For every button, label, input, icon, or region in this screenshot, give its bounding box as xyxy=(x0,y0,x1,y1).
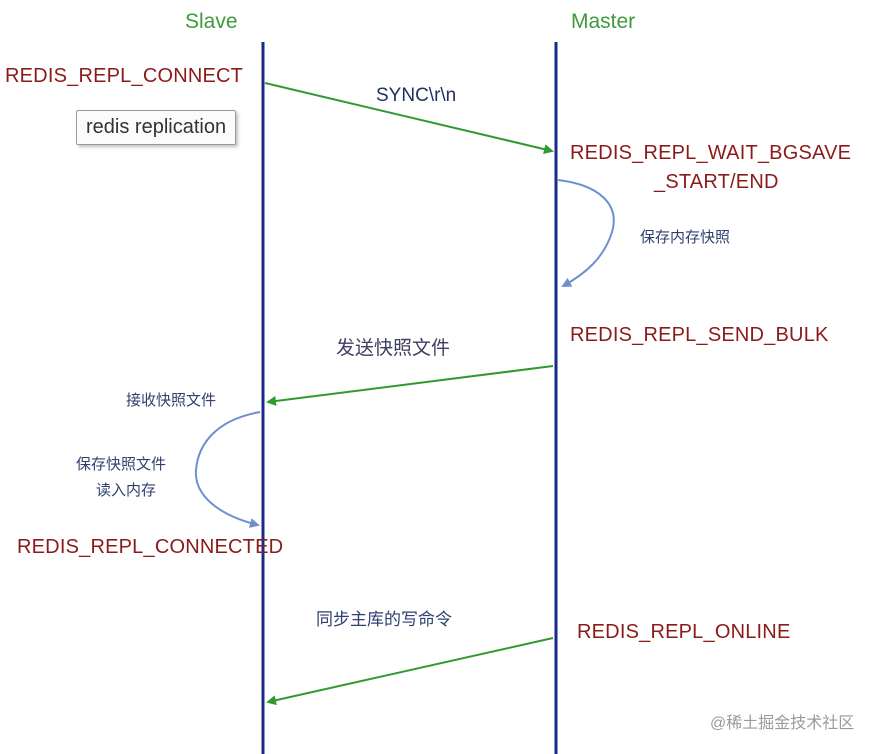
sync-arrow xyxy=(264,82,554,155)
state-master-send-bulk: REDIS_REPL_SEND_BULK xyxy=(570,324,829,346)
receive-snapshot-note: 接收快照文件 xyxy=(126,391,217,409)
redis-replication-tooltip: redis replication xyxy=(76,110,237,145)
send-snapshot-arrow xyxy=(266,365,554,406)
state-master-wait-bgsave-line2: _START/END xyxy=(654,171,779,193)
state-master-wait-bgsave: REDIS_REPL_WAIT_BGSAVE xyxy=(570,142,852,164)
save-load-note-line1: 保存快照文件 xyxy=(76,455,167,473)
state-slave-connected: REDIS_REPL_CONNECTED xyxy=(17,536,284,558)
sync-message-label: SYNC\r\n xyxy=(376,85,457,106)
master-lane-title: Master xyxy=(571,10,636,33)
load-snapshot-self-arrow xyxy=(194,411,261,528)
sync-writes-arrow xyxy=(266,637,554,706)
sync-writes-label: 同步主库的写命令 xyxy=(316,610,452,630)
state-master-online: REDIS_REPL_ONLINE xyxy=(577,621,791,643)
send-snapshot-label: 发送快照文件 xyxy=(336,337,451,359)
watermark: @稀土掘金技术社区 xyxy=(710,715,855,732)
save-snapshot-note: 保存内存快照 xyxy=(640,228,731,246)
slave-lane-title: Slave xyxy=(185,10,238,33)
save-load-note-line2: 读入内存 xyxy=(96,481,157,499)
save-snapshot-self-arrow xyxy=(557,179,615,287)
state-slave-connect: REDIS_REPL_CONNECT xyxy=(5,65,244,87)
